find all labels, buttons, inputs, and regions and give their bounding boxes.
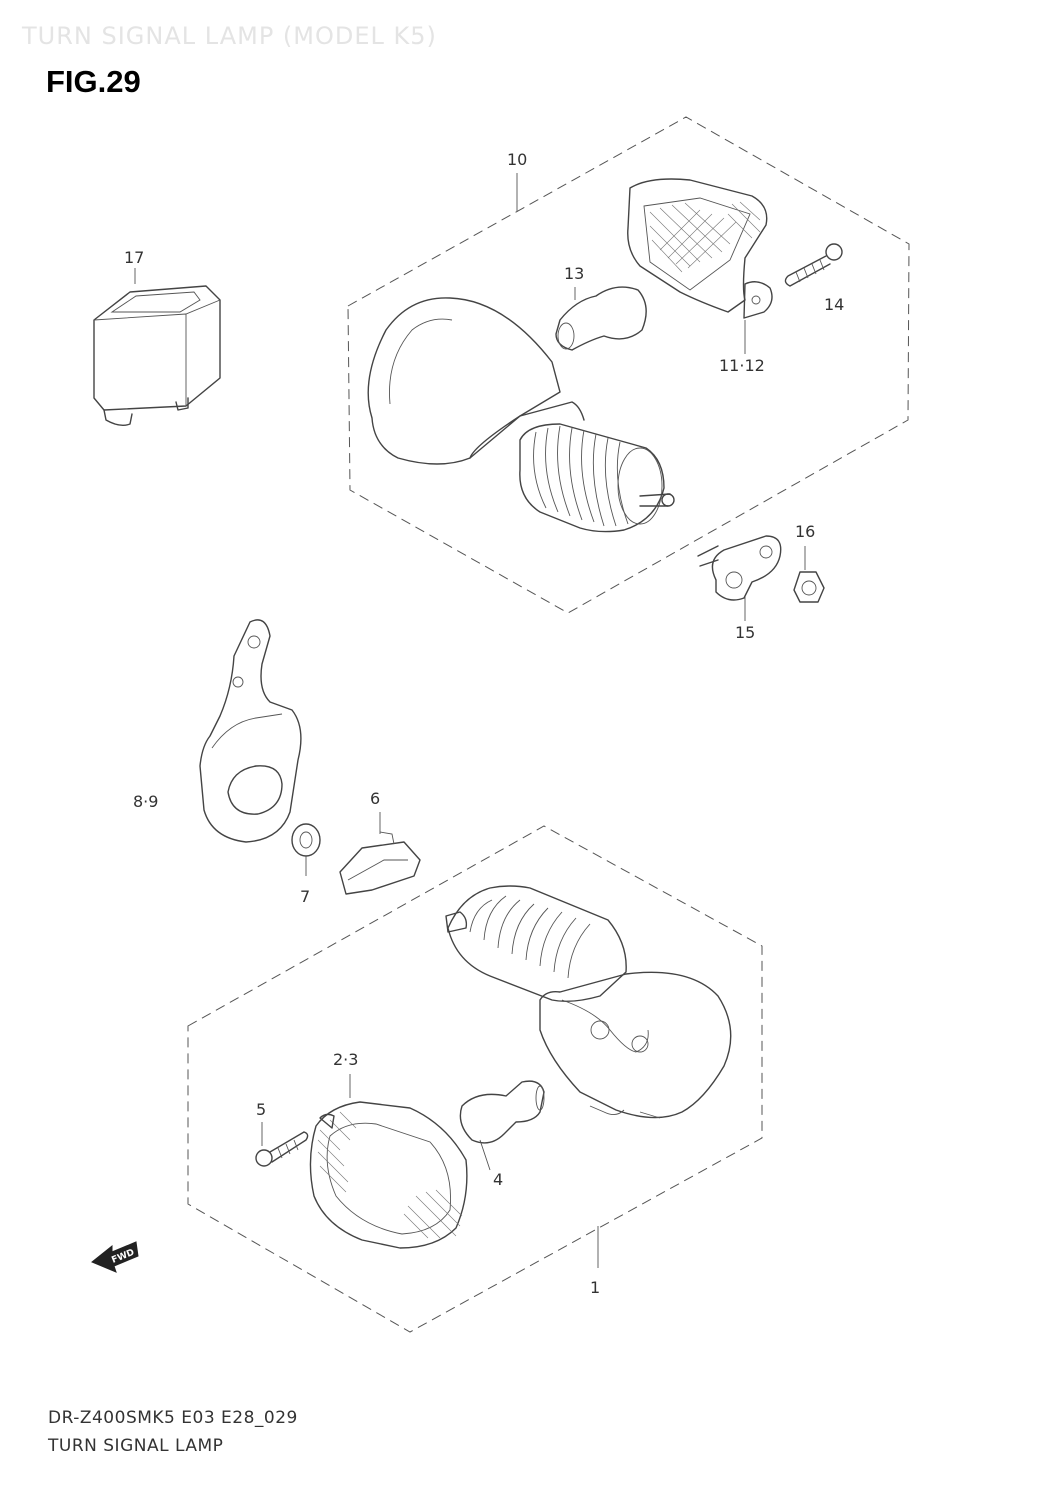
bracket-8-9 [199,619,302,843]
ghost-section-title: TURN SIGNAL LAMP (MODEL K5) [22,22,437,50]
callout-1: 1 [590,1278,601,1297]
callout-5: 5 [256,1100,267,1119]
callout-7: 7 [300,887,311,906]
footer-section-name: TURN SIGNAL LAMP [48,1436,224,1456]
bracket-6 [339,812,421,895]
callout-11-12: 11·12 [719,356,765,375]
rear-assembly-group [134,116,910,621]
callout-6: 6 [370,789,381,808]
footer-model-code: DR-Z400SMK5 E03 E28_029 [48,1408,298,1428]
bulb-4 [459,1080,545,1171]
callout-17: 17 [124,248,145,267]
callout-15: 15 [735,623,756,642]
figure-number: FIG.29 [46,64,141,99]
callout-13: 13 [564,264,585,283]
relay-17 [93,285,221,427]
screw-5 [255,1131,309,1167]
forward-direction-arrow-icon: FWD [91,1241,139,1273]
bulb-13 [555,286,647,351]
grommet-7 [291,823,321,876]
fwd-label: FWD [110,1248,136,1266]
mount-plate-15 [697,535,782,601]
callout-14: 14 [824,295,845,314]
callout-4: 4 [493,1170,504,1189]
callout-16: 16 [795,522,816,541]
front-housing-part [445,885,732,1119]
rear-housing-part [367,297,675,533]
nut-16 [793,571,825,603]
callout-8-9: 8·9 [133,792,159,811]
front-assembly-group [187,825,763,1333]
callout-10: 10 [507,150,528,169]
screw-14 [784,243,843,287]
rear-lens-part [627,178,773,319]
front-lens-part [309,1101,468,1249]
callout-2-3: 2·3 [333,1050,359,1069]
